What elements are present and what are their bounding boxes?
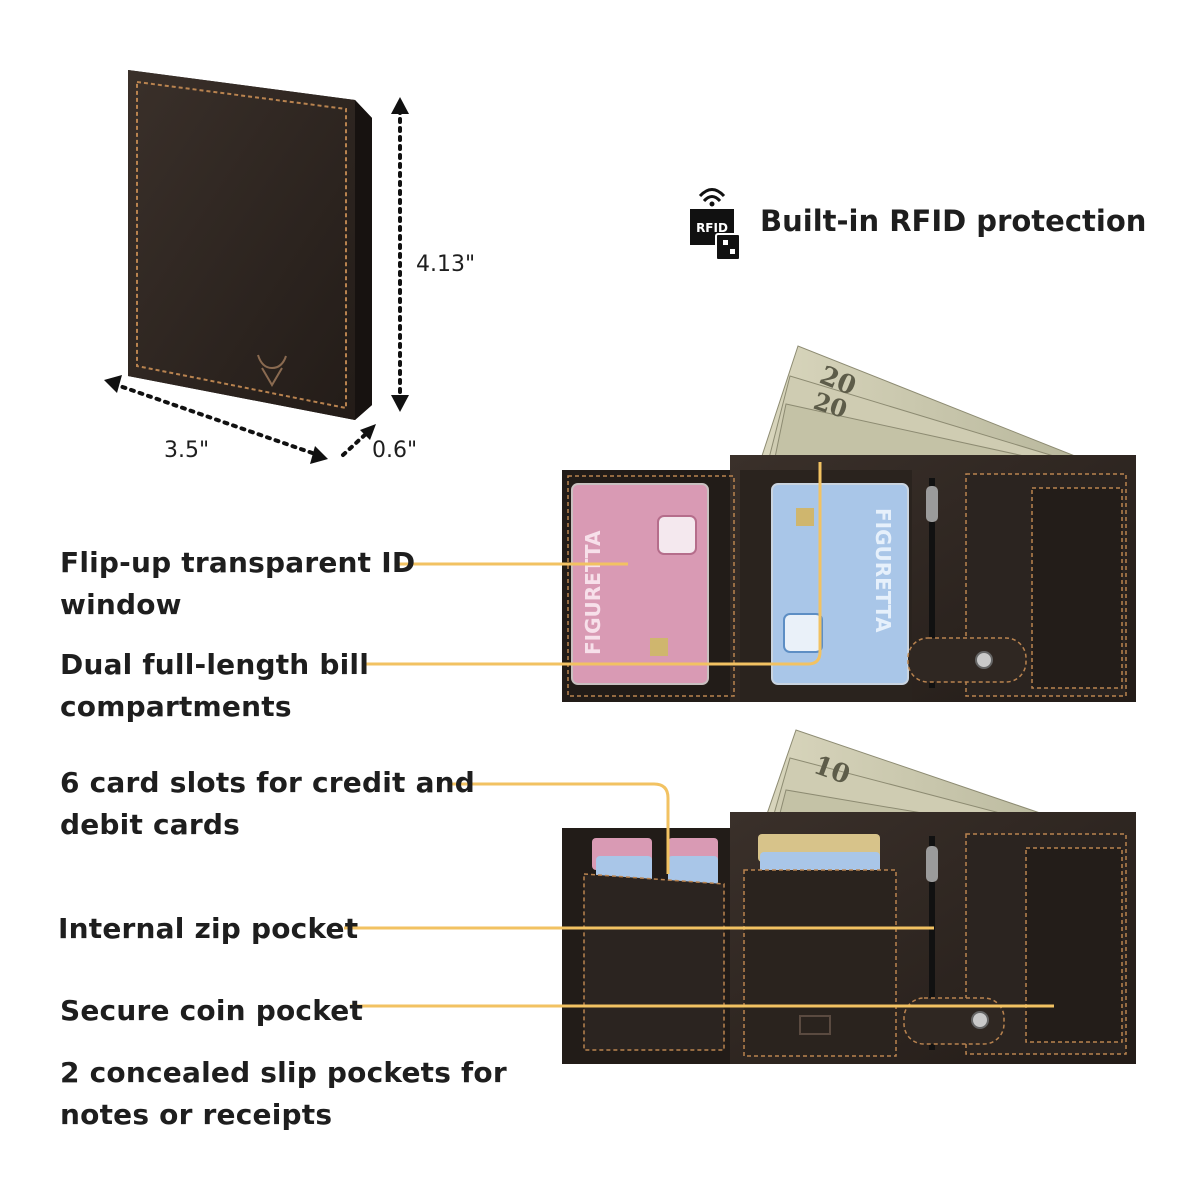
width-dimension-arrow xyxy=(104,375,328,464)
rfid-badge-text: RFID xyxy=(696,221,728,235)
height-dimension-arrow xyxy=(391,97,409,412)
leader-card-slots xyxy=(448,782,670,874)
feature-slip-pockets-line-1: 2 concealed slip pockets for xyxy=(60,1056,507,1089)
feature-slip-pockets-line-2: notes or receipts xyxy=(60,1098,333,1131)
feature-coin-pocket-line-1: Secure coin pocket xyxy=(60,994,364,1027)
rfid-icon: RFID xyxy=(690,188,741,261)
bills: 20 20 xyxy=(757,345,1091,473)
feature-card-slots: 6 card slots for credit and debit cards xyxy=(60,762,475,846)
feature-bill-compartments: Dual full-length bill compartments xyxy=(60,644,369,728)
feature-card-slots-line-1: 6 card slots for credit and xyxy=(60,766,476,799)
svg-text:FIGURETTA: FIGURETTA xyxy=(581,530,605,655)
bull-logo-icon xyxy=(257,354,287,387)
rfid-emboss-icon xyxy=(799,1015,831,1035)
leader-lines xyxy=(344,462,1054,1008)
feature-bill-compartments-line-2: compartments xyxy=(60,690,292,723)
feature-slip-pockets: 2 concealed slip pockets for notes or re… xyxy=(60,1052,507,1136)
depth-dimension-arrow xyxy=(341,424,376,457)
width-label: 3.5" xyxy=(164,438,210,463)
feature-card-slots-line-2: debit cards xyxy=(60,808,241,841)
feature-coin-pocket: Secure coin pocket xyxy=(60,990,363,1032)
feature-id-window-line-1: Flip-up transparent ID xyxy=(60,546,416,579)
feature-id-window: Flip-up transparent ID window xyxy=(60,542,415,626)
feature-id-window-line-2: window xyxy=(60,588,182,621)
feature-zip-pocket-line-1: Internal zip pocket xyxy=(58,912,359,945)
leader-bill-compartments xyxy=(362,462,822,666)
svg-text:FIGURETTA: FIGURETTA xyxy=(871,508,895,633)
height-label: 4.13" xyxy=(416,252,476,277)
feature-zip-pocket: Internal zip pocket xyxy=(58,908,358,950)
feature-bill-compartments-line-1: Dual full-length bill xyxy=(60,648,370,681)
open-wallet-id-view-image: 20 20 FIGURETTA FIGURETTA xyxy=(562,345,1136,702)
depth-label: 0.6" xyxy=(372,438,418,463)
open-wallet-card-view-image: 10 xyxy=(562,729,1136,1064)
closed-wallet-image xyxy=(128,70,372,420)
rfid-protection-label: Built-in RFID protection xyxy=(760,204,1147,238)
